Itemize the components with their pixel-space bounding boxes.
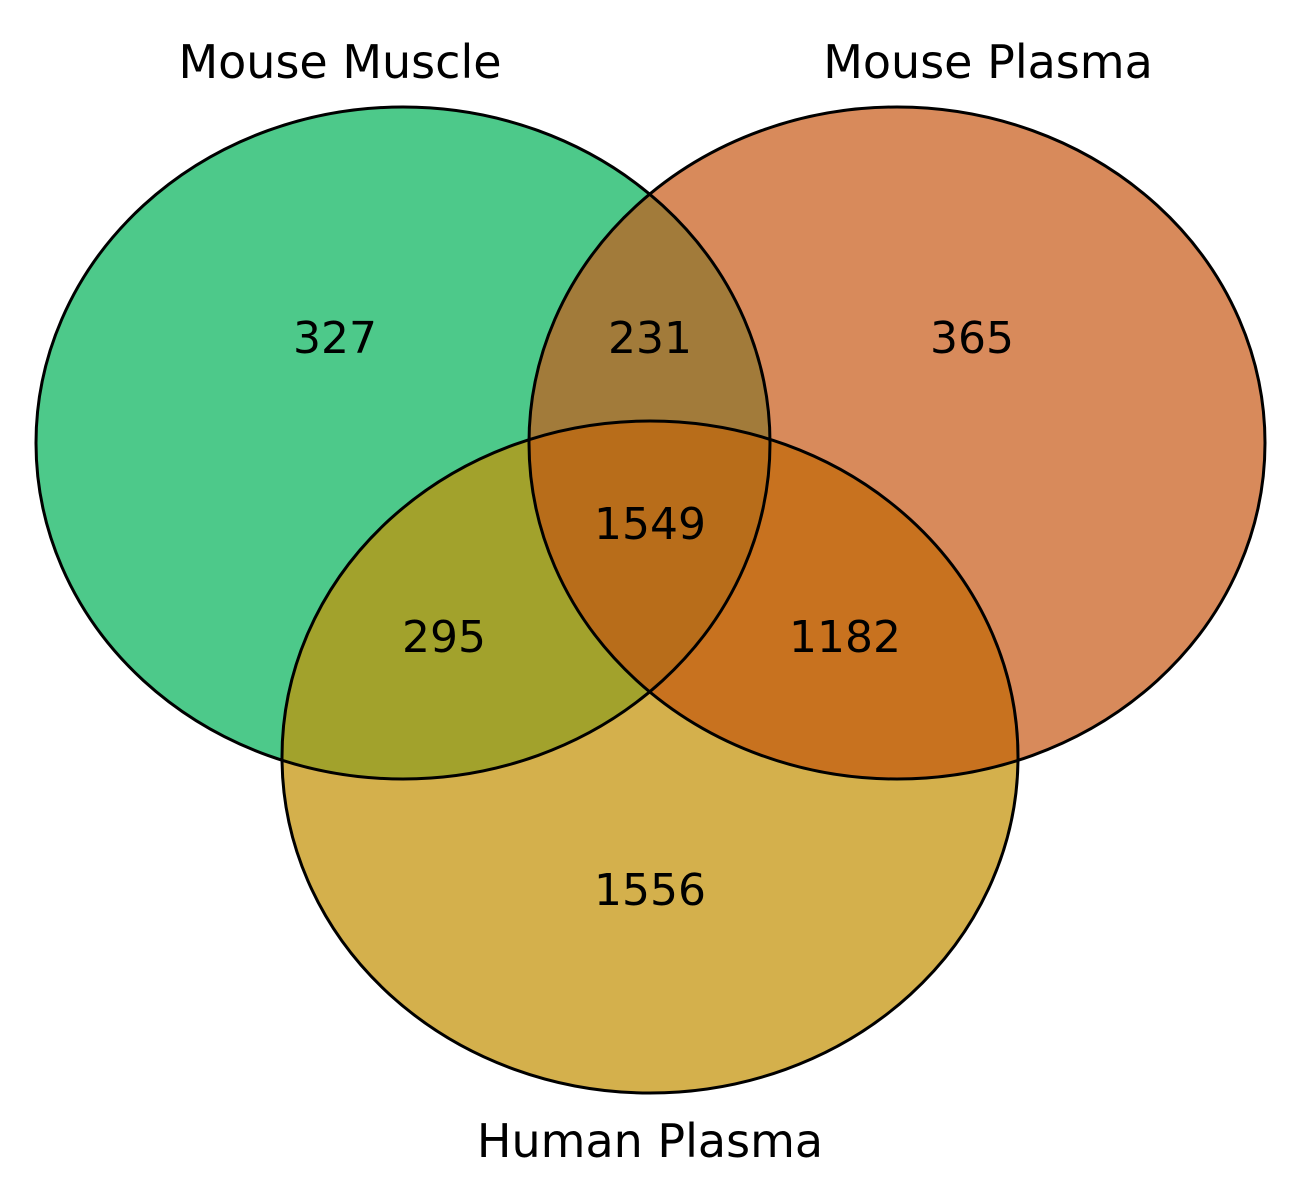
set-label-mouse-muscle: Mouse Muscle <box>178 35 501 89</box>
set-mouse-muscle-outline <box>34 105 772 781</box>
set-mouse-plasma-outline <box>527 105 1267 781</box>
count-all-three: 1549 <box>594 499 706 550</box>
set-human-plasma-outline <box>280 419 1020 1095</box>
count-muscle-mouseplasma: 231 <box>608 313 692 364</box>
set-label-mouse-plasma: Mouse Plasma <box>823 35 1153 89</box>
count-human-only: 1556 <box>594 865 706 916</box>
count-mouseplasma-only: 365 <box>930 313 1014 364</box>
set-label-human-plasma: Human Plasma <box>477 1114 823 1168</box>
count-mouseplasma-human: 1182 <box>789 612 901 663</box>
count-muscle-human: 295 <box>402 612 486 663</box>
count-muscle-only: 327 <box>293 313 377 364</box>
